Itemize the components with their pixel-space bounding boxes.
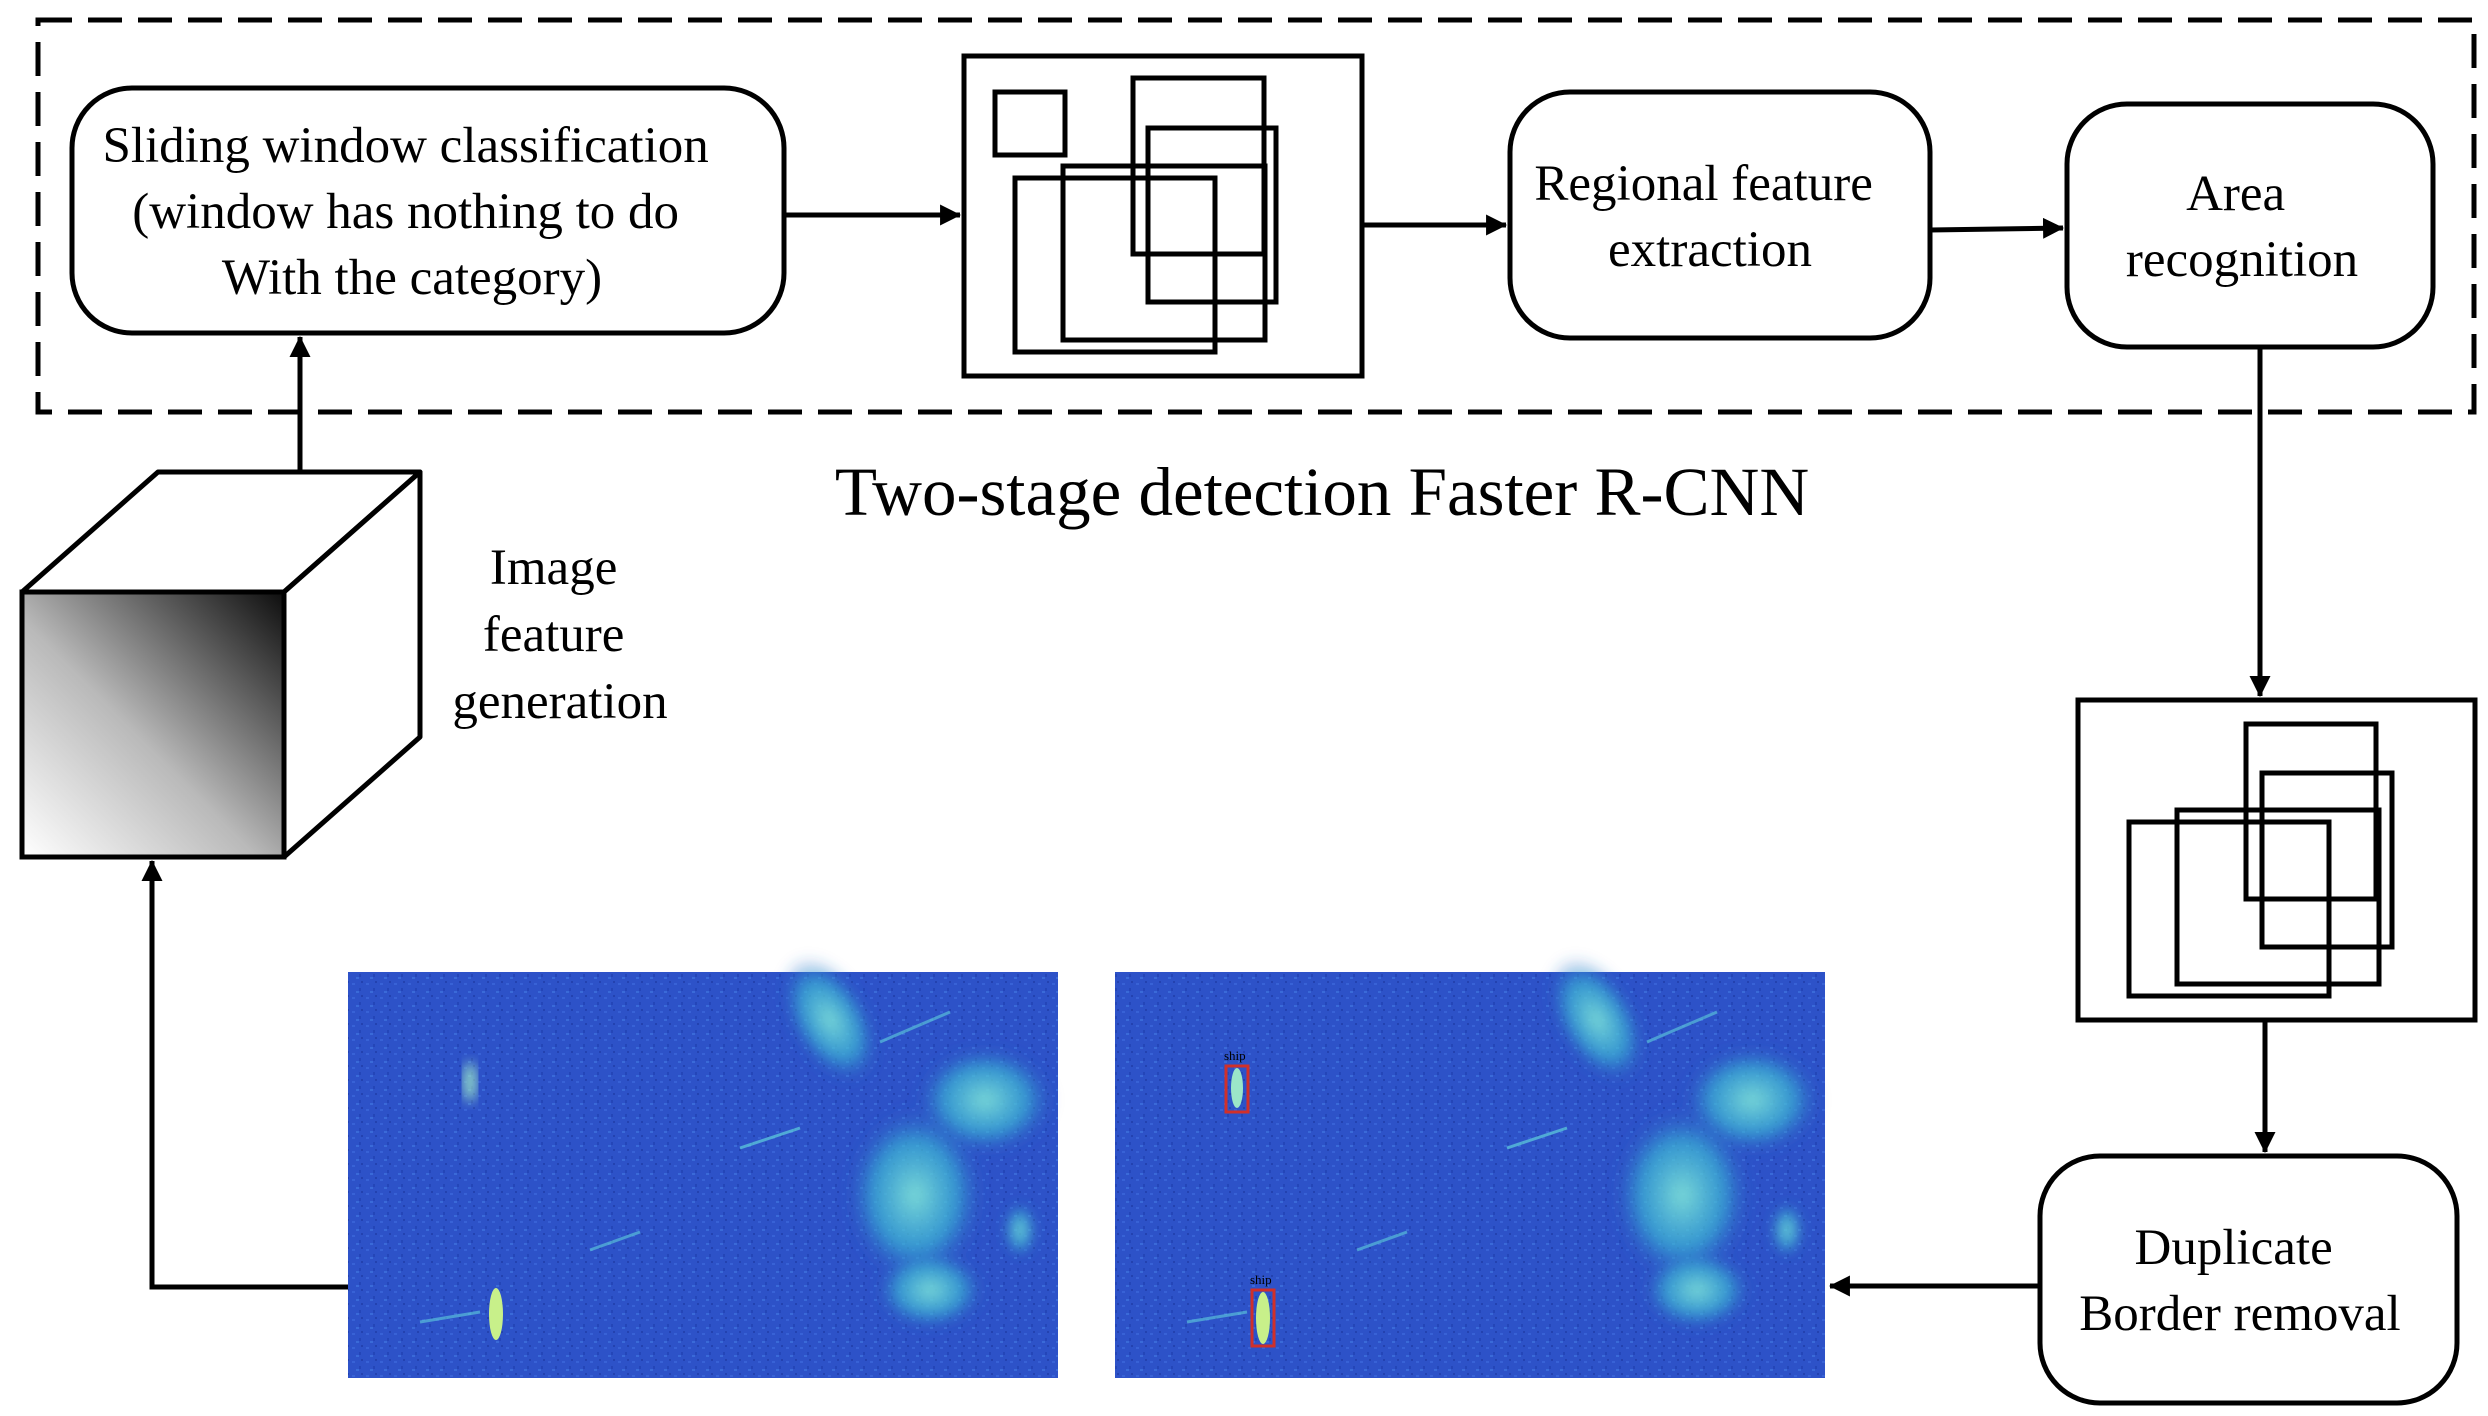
node-box <box>2064 101 2436 350</box>
ship-wake <box>879 1010 951 1044</box>
node-label-line: With the category) <box>222 250 602 306</box>
window-box <box>1145 125 1279 305</box>
label-line: feature <box>483 607 625 663</box>
ship-target <box>1256 1292 1270 1344</box>
clutter-blob <box>1771 1202 1803 1258</box>
detection-tag: ship <box>1250 1272 1272 1287</box>
detection-tag: ship <box>1224 1048 1246 1063</box>
ship-target <box>464 1062 476 1102</box>
node-label-line: extraction <box>1608 222 1812 278</box>
ship-wake <box>739 1126 801 1150</box>
label-line: generation <box>452 674 667 730</box>
clutter-blob <box>1004 1202 1036 1258</box>
detection-bounding-box <box>1224 1064 1250 1114</box>
ship-target <box>1231 1068 1243 1108</box>
clutter-blob <box>1642 1250 1752 1330</box>
sar-input-image <box>348 956 1058 1378</box>
stage-label: Two-stage detection Faster R-CNN <box>835 454 1809 530</box>
node-label: Area recognition <box>2126 166 2358 288</box>
node-duplicate-border-removal: Duplicate Border removal <box>2037 1153 2460 1406</box>
feature-map-cube <box>19 469 423 860</box>
window-box <box>992 89 1068 158</box>
node-label-line: (window has nothing to do <box>132 184 679 240</box>
ship-wake <box>419 1310 481 1324</box>
node-label: Regional feature extraction <box>1534 156 1885 278</box>
window-box <box>1012 175 1218 355</box>
cube-front-face <box>19 589 287 860</box>
ship-wake <box>1186 1310 1248 1324</box>
ship-wake <box>1646 1010 1718 1044</box>
node-label-line: Regional feature <box>1534 156 1872 212</box>
window-box <box>2126 819 2332 999</box>
clutter-blob <box>1612 1105 1752 1285</box>
ship-wake <box>1506 1126 1568 1150</box>
window-box <box>2174 807 2382 987</box>
ship-wake <box>1356 1230 1408 1252</box>
node-label: Sliding window classification (window ha… <box>102 118 721 306</box>
clutter-blob <box>845 1105 985 1285</box>
clutter-blob <box>1547 956 1647 1084</box>
ship-target <box>489 1288 503 1340</box>
node-area-recognition: Area recognition <box>2064 101 2436 350</box>
ship-wake <box>589 1230 641 1252</box>
flow-connectors <box>141 204 2276 1297</box>
sar-detection-result-image: ship ship <box>1115 956 1825 1378</box>
label-line: Image <box>490 540 617 596</box>
arrow-regional-to-area <box>1929 217 2065 239</box>
node-box <box>2037 1153 2460 1406</box>
node-box <box>1507 89 1933 341</box>
stage-boundary-dashed <box>35 17 2477 415</box>
illustration-frame <box>961 53 1365 379</box>
image-feature-generation-label: Image feature generation <box>452 540 667 730</box>
clutter-blob <box>875 1250 985 1330</box>
illustration-frame <box>2075 697 2478 1023</box>
node-label: Duplicate Border removal <box>2079 1220 2400 1342</box>
filtered-windows-illustration <box>2075 697 2478 1023</box>
candidate-windows-illustration <box>961 53 1365 379</box>
node-label-line: Duplicate <box>2135 1220 2333 1276</box>
sar-land-clutter <box>1547 956 1822 1330</box>
node-sliding-window-classification: Sliding window classification (window ha… <box>69 85 787 336</box>
detection-bounding-box <box>1250 1288 1276 1348</box>
node-box <box>69 85 787 336</box>
node-regional-feature-extraction: Regional feature extraction <box>1507 89 1933 341</box>
clutter-blob <box>780 956 880 1084</box>
arrow-input-to-cube <box>141 859 348 1290</box>
node-label-line: Area <box>2186 166 2285 222</box>
sar-land-clutter <box>780 956 1055 1330</box>
node-label-line: recognition <box>2126 232 2358 288</box>
window-box <box>1060 163 1268 343</box>
node-label-line: Sliding window classification <box>102 118 708 174</box>
node-label-line: Border removal <box>2079 1286 2400 1342</box>
